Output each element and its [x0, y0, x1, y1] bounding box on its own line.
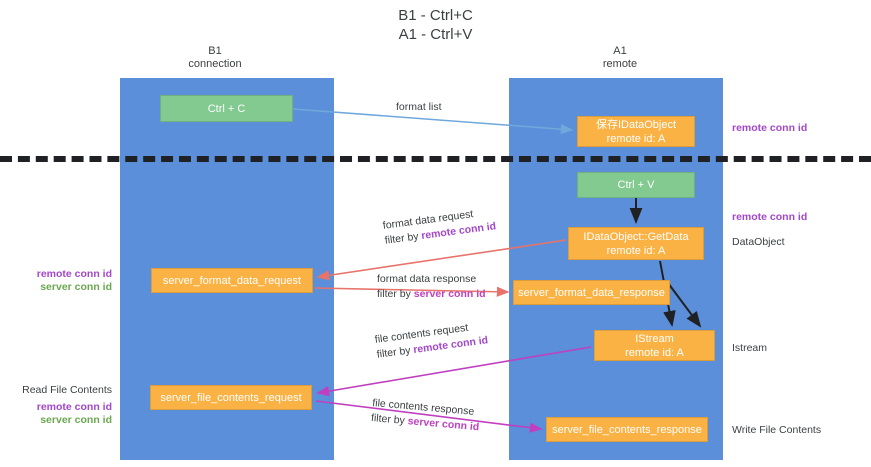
legend-remote-conn-id: remote conn id	[36, 401, 112, 413]
annotation-dataobject: DataObject	[732, 236, 785, 248]
annotation-istream: Istream	[732, 342, 768, 354]
node-server-format-data-request-label: server_format_data_request	[162, 274, 302, 287]
legend-server-conn-id: server conn id	[40, 414, 112, 426]
edge-label-format-data-request: format data request filter by remote con…	[382, 204, 497, 248]
node-istream-title: IStream	[635, 332, 674, 345]
key-server-conn-id: server conn id	[413, 288, 486, 300]
node-ctrl-c[interactable]: Ctrl + C	[160, 95, 293, 122]
column-header-a1-role: remote	[602, 58, 638, 70]
node-getdata-title: IDataObject::GetData	[583, 230, 689, 243]
node-istream[interactable]: IStream remote id: A	[594, 330, 715, 361]
node-server-file-contents-response[interactable]: server_file_contents_response	[546, 417, 708, 442]
filter-prefix: filter by	[384, 230, 423, 247]
annotation-read-file-contents: Read File Contents	[22, 384, 112, 396]
edge-label-file-contents-response: file contents response filter by server …	[370, 396, 481, 435]
node-istream-subtitle: remote id: A	[625, 346, 684, 359]
node-ctrl-c-label: Ctrl + C	[207, 102, 246, 115]
column-header-b1: B1 connection	[140, 45, 290, 71]
column-header-b1-role: connection	[188, 58, 242, 70]
edge-label-file-contents-request: file contents request filter by remote c…	[374, 318, 489, 362]
legend-server-conn-id: server conn id	[40, 281, 112, 293]
node-ctrl-v-label: Ctrl + V	[617, 179, 655, 191]
node-server-file-contents-request[interactable]: server_file_contents_request	[150, 385, 312, 410]
edge-label-format-data-response-line1: format data response	[377, 273, 477, 285]
title-line-2: A1 - Ctrl+V	[398, 26, 473, 43]
column-header-a1: A1 remote	[540, 45, 700, 71]
node-server-file-contents-response-label: server_file_contents_response	[552, 423, 702, 436]
column-header-a1-name: A1	[613, 45, 627, 57]
node-save-idataobject[interactable]: 保存IDataObject remote id: A	[577, 116, 695, 147]
column-header-b1-name: B1	[208, 45, 222, 57]
edge-label-format-list: format list	[396, 100, 442, 115]
legend-conn-ids-lower: Read File Contents remote conn id server…	[0, 384, 112, 427]
legend-conn-ids-upper: remote conn id server conn id	[0, 268, 112, 294]
annotation-write-file-contents: Write File Contents	[732, 424, 822, 436]
node-server-file-contents-request-label: server_file_contents_request	[160, 391, 302, 404]
node-getdata-subtitle: remote id: A	[606, 244, 666, 257]
node-server-format-data-request[interactable]: server_format_data_request	[151, 268, 313, 293]
node-save-idataobject-subtitle: remote id: A	[606, 132, 666, 145]
filter-prefix: filter by	[370, 411, 409, 428]
edge-label-format-list-line1: format list	[396, 101, 442, 113]
filter-prefix: filter by	[376, 344, 415, 361]
edge-label-format-data-response-line2: filter by server conn id	[377, 287, 486, 302]
title-line-1: B1 - Ctrl+C	[398, 7, 473, 24]
phase-divider	[0, 156, 871, 162]
page-title: B1 - Ctrl+C A1 - Ctrl+V	[0, 6, 871, 44]
node-save-idataobject-title: 保存IDataObject	[595, 118, 677, 131]
annotation-remote-conn-id-top: remote conn id	[732, 122, 808, 134]
node-idataobject-getdata[interactable]: IDataObject::GetData remote id: A	[568, 227, 704, 260]
filter-prefix: filter by	[377, 288, 414, 300]
edge-label-format-data-response: format data response filter by server co…	[377, 272, 486, 302]
node-ctrl-v[interactable]: Ctrl + V	[577, 172, 695, 198]
node-server-format-data-response-label: server_format_data_response	[518, 286, 665, 299]
annotation-remote-conn-id-mid: remote conn id	[732, 211, 808, 223]
legend-remote-conn-id: remote conn id	[36, 268, 112, 280]
node-server-format-data-response[interactable]: server_format_data_response	[513, 280, 670, 305]
